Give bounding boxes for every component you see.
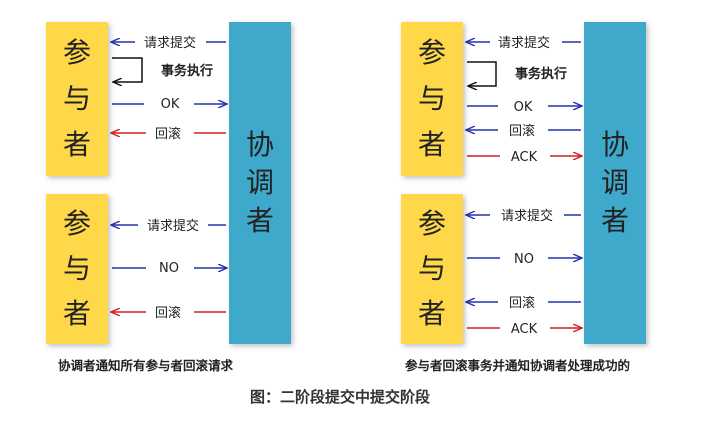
right-no-label: NO	[514, 252, 534, 267]
left-execute-label: 事务执行	[161, 63, 213, 79]
coordinator-char: 调	[245, 166, 274, 199]
left-request-label: 请求提交	[144, 35, 196, 51]
coordinator-char: 者	[600, 204, 629, 237]
participant-char: 与	[417, 82, 446, 115]
participant-char: 与	[417, 252, 446, 285]
coordinator-char: 者	[245, 204, 274, 237]
participant-char: 参	[62, 207, 91, 240]
participant-char: 者	[62, 297, 91, 330]
right-b-ack-label: ACK	[511, 322, 538, 337]
right-ok-label: OK	[514, 100, 533, 115]
left-no-label: NO	[159, 261, 179, 276]
participant-char: 与	[62, 252, 91, 285]
right-rollback-label: 回滚	[509, 123, 535, 139]
coordinator-char: 调	[600, 166, 629, 199]
right-top-participant: 参 与 者	[401, 22, 463, 176]
right-request-label: 请求提交	[498, 35, 550, 51]
left-top-participant: 参 与 者	[46, 22, 108, 176]
figure-title: 图：二阶段提交中提交阶段	[250, 388, 431, 406]
right-coordinator: 协 调 者	[584, 22, 646, 344]
left-b-rollback-label: 回滚	[155, 305, 181, 321]
left-coordinator: 协 调 者	[229, 22, 291, 344]
participant-char: 与	[62, 82, 91, 115]
participant-char: 者	[62, 128, 91, 161]
right-b-rollback-label: 回滚	[509, 295, 535, 311]
right-bottom-participant: 参 与 者	[401, 194, 463, 344]
right-execute-label: 事务执行	[515, 66, 567, 82]
participant-char: 参	[417, 207, 446, 240]
right-b-request-label: 请求提交	[501, 208, 553, 224]
left-execute-loop	[112, 57, 143, 82]
coordinator-char: 协	[600, 128, 629, 161]
left-ok-label: OK	[161, 97, 180, 112]
participant-char: 者	[417, 128, 446, 161]
left-caption: 协调者通知所有参与者回滚请求	[58, 358, 234, 373]
left-rollback-label: 回滚	[155, 126, 181, 142]
left-bottom-participant: 参 与 者	[46, 194, 108, 344]
right-caption: 参与者回滚事务并通知协调者处理成功的	[405, 358, 631, 373]
right-ack-label: ACK	[511, 150, 538, 165]
coordinator-char: 协	[245, 128, 274, 161]
participant-char: 参	[417, 36, 446, 69]
participant-char: 者	[417, 297, 446, 330]
left-b-request-label: 请求提交	[147, 218, 199, 234]
participant-char: 参	[62, 36, 91, 69]
right-execute-loop	[467, 61, 497, 86]
